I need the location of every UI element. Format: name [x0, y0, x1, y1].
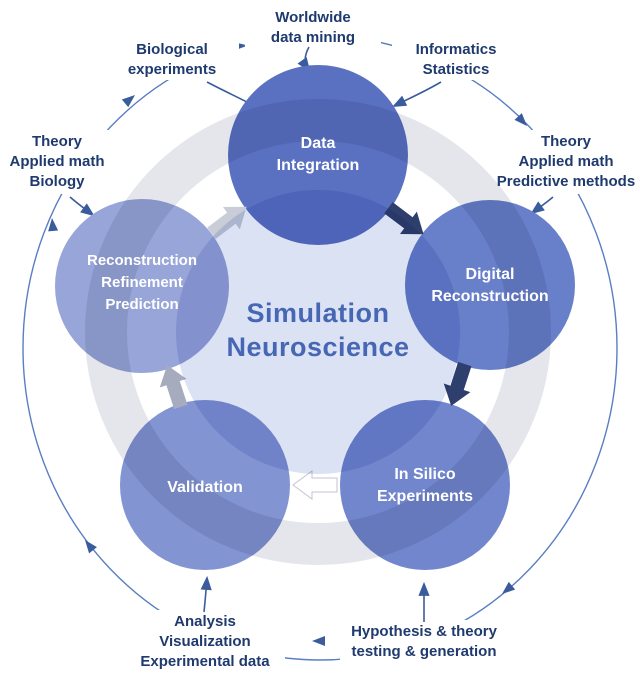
node-label-line: Reconstruction — [431, 288, 548, 305]
block-arrow-digital-reconstruction-to-in-silico — [443, 361, 472, 406]
arrow-analysis-to-validation — [200, 575, 212, 613]
label-line: Informatics — [416, 41, 497, 58]
label-line: Predictive methods — [497, 173, 635, 190]
arrow-theory-right-to-digital-reconstruction — [530, 196, 554, 215]
label-line: Applied math — [518, 153, 613, 170]
ring-arrowhead-icon — [514, 113, 527, 126]
center-title-line: Neuroscience — [226, 332, 409, 362]
label-line: Applied math — [9, 153, 104, 170]
block-arrow-reconstruction-to-data-integration — [207, 206, 247, 239]
label-line: Theory — [32, 133, 83, 150]
label-line: Hypothesis & theory — [351, 623, 498, 640]
label-theory-applied-math-biology: Theory Applied math Biology — [9, 133, 104, 190]
node-label-line: Reconstruction — [87, 252, 197, 269]
label-line: Biology — [30, 173, 86, 190]
node-label-reconstruction-refinement: Reconstruction Refinement Prediction — [87, 252, 197, 313]
label-worldwide-data-mining: Worldwide data mining — [271, 9, 355, 46]
node-label-line: Digital — [466, 266, 515, 283]
label-line: Experimental data — [140, 653, 270, 670]
arrow-informatics-to-data-integration — [392, 81, 442, 107]
node-label-in-silico-experiments: In Silico Experiments — [377, 466, 473, 505]
block-arrow-data-integration-to-digital-reconstruction — [384, 202, 424, 235]
ring-arrowhead-icon — [312, 636, 325, 646]
label-analysis-visualization-experimental-data: Analysis Visualization Experimental data — [140, 613, 270, 670]
center-disc — [176, 190, 460, 474]
block-arrow-validation-to-reconstruction — [159, 365, 188, 410]
center-title: Simulation Neuroscience — [226, 298, 409, 362]
label-line: experiments — [128, 61, 216, 78]
label-line: Analysis — [174, 613, 236, 630]
label-line: Visualization — [159, 633, 250, 650]
node-label-validation: Validation — [167, 479, 243, 496]
label-line: testing & generation — [351, 643, 496, 660]
label-line: Worldwide — [275, 9, 351, 26]
label-line: Statistics — [423, 61, 490, 78]
center-title-line: Simulation — [246, 298, 389, 328]
node-label-line: Integration — [277, 157, 360, 174]
node-label-line: Prediction — [105, 296, 178, 313]
node-cycle-arrows — [159, 202, 472, 500]
label-biological-experiments: Biological experiments — [128, 41, 216, 78]
arrow-theory-left-to-reconstruction — [69, 196, 95, 217]
node-label-digital-reconstruction: Digital Reconstruction — [431, 266, 548, 305]
node-label-line: In Silico — [394, 466, 456, 483]
label-line: Theory — [541, 133, 592, 150]
label-hypothesis-theory-testing-generation: Hypothesis & theory testing & generation — [351, 623, 498, 660]
label-line: data mining — [271, 29, 355, 46]
ring-arrowhead-icon — [85, 540, 97, 554]
label-theory-applied-math-predictive-methods: Theory Applied math Predictive methods — [497, 133, 635, 190]
block-arrow-in-silico-to-validation — [292, 470, 338, 500]
label-backplates — [2, 4, 639, 674]
node-label-line: Experiments — [377, 488, 473, 505]
node-label-data-integration: Data Integration — [277, 135, 360, 174]
node-label-line: Data — [301, 135, 336, 152]
ring-arrowhead-icon — [48, 218, 59, 232]
node-labels: Data Integration Digital Reconstruction … — [87, 135, 549, 505]
ring-arrowhead-icon — [502, 581, 516, 594]
label-informatics-statistics: Informatics Statistics — [416, 41, 497, 78]
node-label-line: Refinement — [101, 274, 183, 291]
node-label-line: Validation — [167, 479, 243, 496]
ring-arrowhead-icon — [121, 95, 135, 108]
external-labels: Worldwide data mining Biological experim… — [9, 9, 635, 670]
inner-flow-band — [85, 99, 551, 565]
label-line: Biological — [136, 41, 208, 58]
